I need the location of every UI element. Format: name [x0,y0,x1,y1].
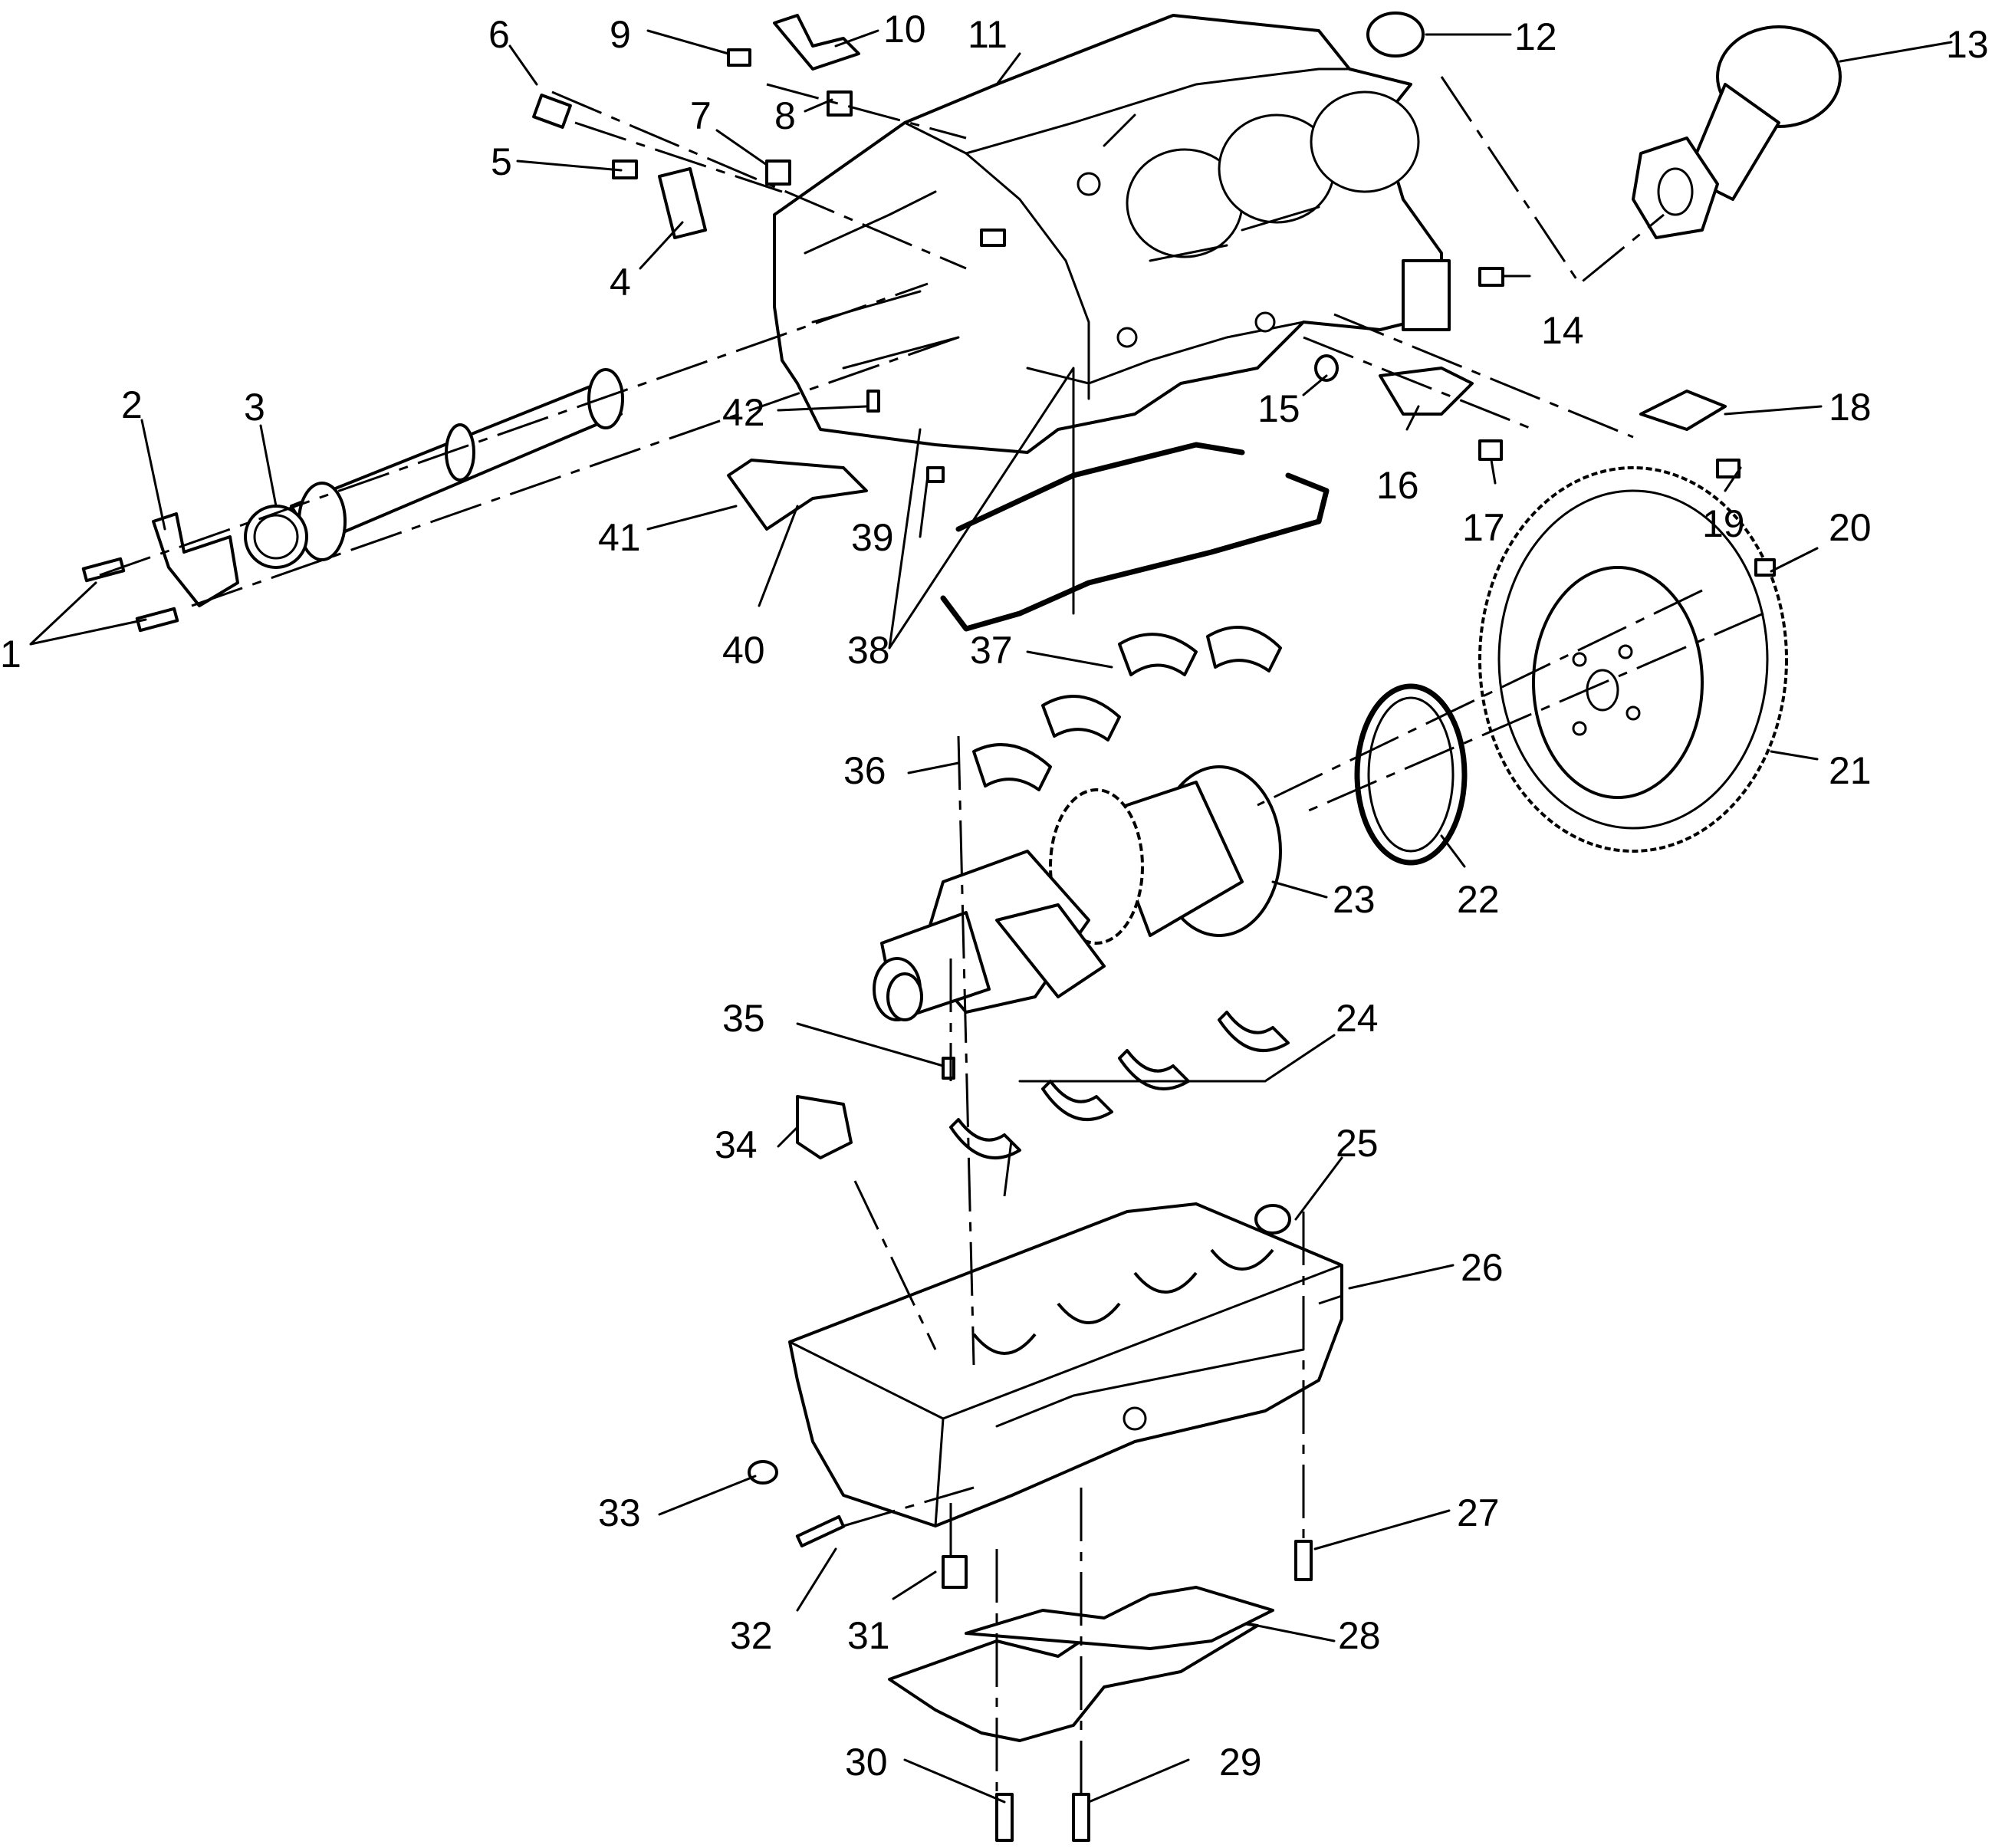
callout-21: 21 [1829,749,1872,792]
callout-41: 41 [598,516,641,559]
callout-16: 16 [1376,464,1419,507]
bearing-cap-plates [888,1586,1274,1742]
upper-main-bearings [972,626,1282,791]
callout-25: 25 [1336,1122,1379,1165]
callout-12: 12 [1514,15,1557,58]
callout-8: 8 [774,94,796,137]
oil-pan-gasket [940,442,1330,632]
callout-30: 30 [845,1741,888,1784]
callout-22: 22 [1457,878,1500,921]
piston-and-connecting-rod [1632,25,1842,239]
flywheel [1478,466,1788,853]
callout-4: 4 [610,261,631,304]
callout-28: 28 [1338,1614,1381,1657]
center-lines [99,76,1764,1794]
callout-18: 18 [1829,386,1872,429]
callout-42: 42 [722,391,765,434]
callout-13: 13 [1946,23,1989,66]
callout-29: 29 [1219,1741,1262,1784]
rear-main-seal [1354,683,1468,866]
callout-38: 38 [847,629,890,672]
callout-10: 10 [883,8,926,51]
crankshaft [873,765,1282,1021]
callout-5: 5 [491,140,512,183]
lower-crankcase [788,1202,1343,1527]
callout-19: 19 [1702,502,1745,545]
upper-engine-block [773,14,1451,454]
lower-main-bearings [949,1011,1290,1159]
callout-2: 2 [121,383,143,426]
callout-36: 36 [843,749,886,792]
balance-shaft-assembly [152,368,624,607]
expansion-plug [1366,12,1425,58]
callout-11: 11 [968,13,1008,56]
callout-34: 34 [715,1123,758,1166]
callout-27: 27 [1457,1491,1500,1534]
callout-14: 14 [1541,309,1584,352]
callout-9: 9 [610,13,631,56]
callout-labels: 1 2 3 4 5 6 7 8 9 10 11 12 13 14 15 16 1… [0,8,1989,1784]
callout-23: 23 [1333,878,1376,921]
callout-26: 26 [1461,1246,1504,1289]
callout-6: 6 [488,13,510,56]
callout-39: 39 [851,516,894,559]
callout-17: 17 [1462,506,1505,549]
leader-lines [29,29,1953,1804]
callout-32: 32 [730,1614,773,1657]
callout-40: 40 [722,629,765,672]
callout-20: 20 [1829,506,1872,549]
callout-7: 7 [690,94,712,137]
callout-35: 35 [722,997,765,1040]
callout-1: 1 [0,633,21,676]
callout-33: 33 [598,1491,641,1534]
callout-24: 24 [1336,997,1379,1040]
fasteners [81,14,1776,1842]
callout-15: 15 [1257,387,1300,430]
callout-3: 3 [244,386,265,429]
callout-31: 31 [847,1614,890,1657]
callout-37: 37 [970,629,1013,672]
